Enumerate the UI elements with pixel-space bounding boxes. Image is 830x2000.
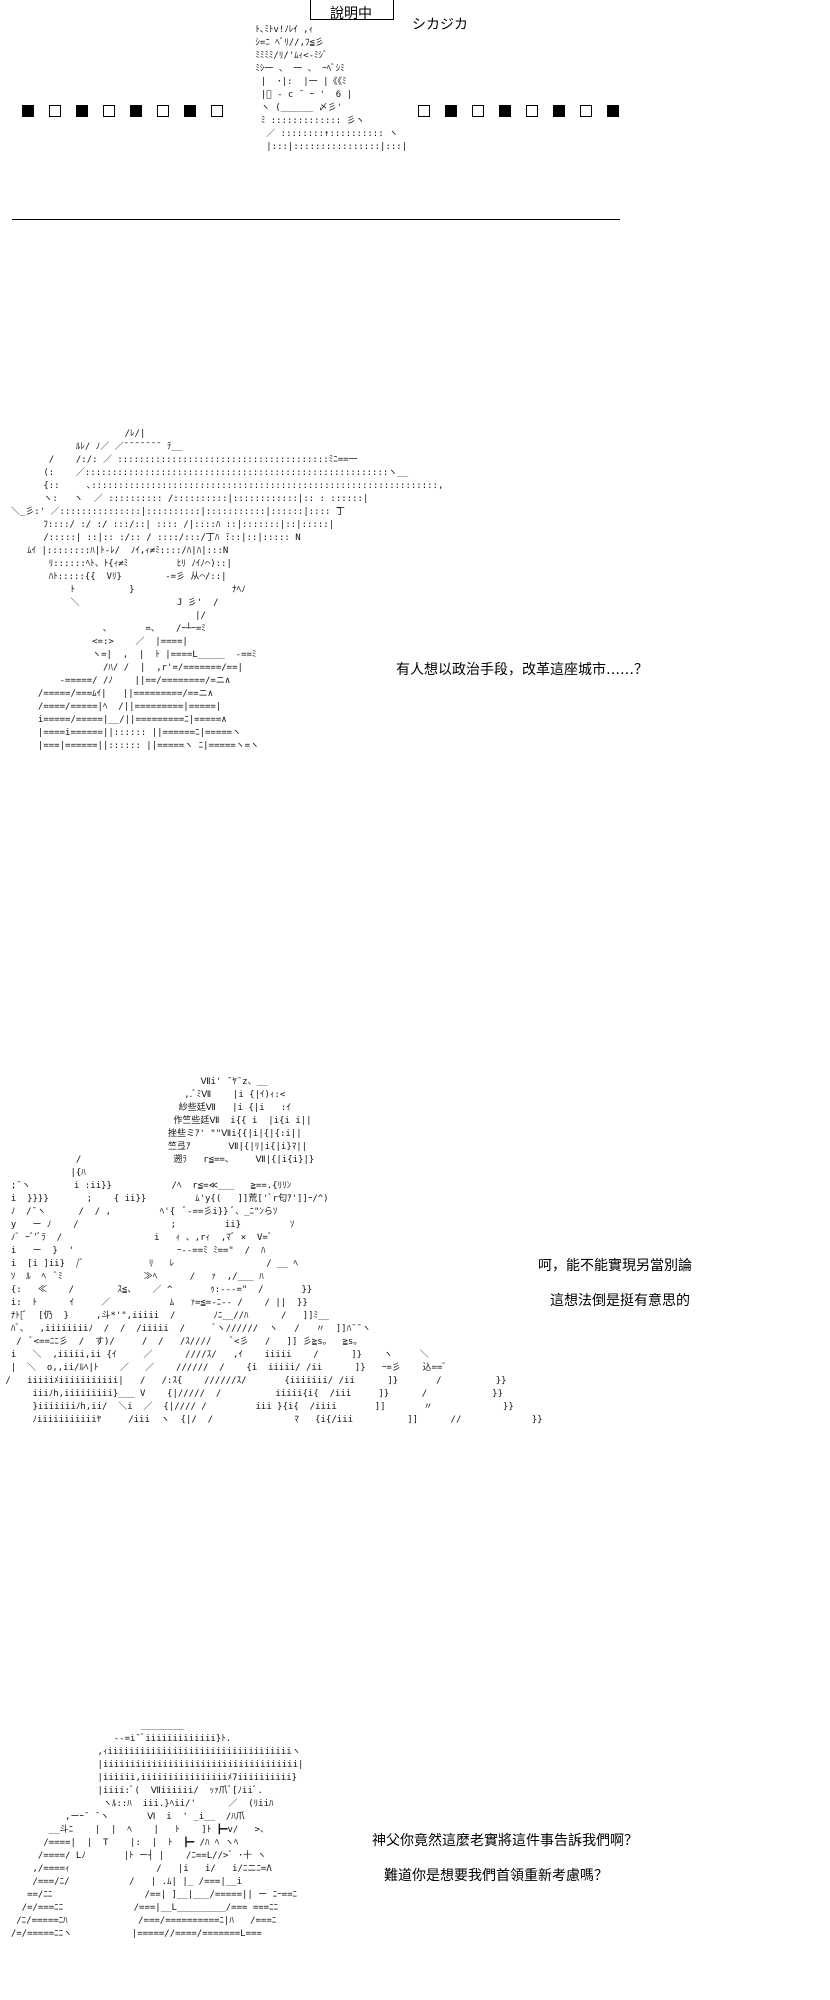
filled-square-icon	[184, 105, 196, 117]
filled-square-icon	[76, 105, 88, 117]
hollow-square-icon	[580, 105, 592, 117]
filled-square-icon	[22, 105, 34, 117]
ascii-art-character-panel4: ________ --=i¯ﾞiiiiiiiiiiiii}ﾄ. ,ｨiiiiii…	[10, 1721, 304, 1939]
ascii-art-characters-panel3: Ⅶi' ¯ﾔ¯z、__ ,.ﾞﾐⅦ |i {|ｲ)ｨ:< 紗些廷Ⅶ |i {|i…	[5, 1077, 543, 1425]
dialogue-panel3-line2: 這想法倒是挺有意思的	[550, 1293, 690, 1309]
filled-square-icon	[499, 105, 511, 117]
caption-box-label: 說明中	[330, 6, 372, 22]
sound-effect-text: シカジカ	[412, 17, 468, 33]
dialogue-panel4-line2: 難道你是想要我們首領重新考慮嗎？	[384, 1868, 608, 1884]
hollow-square-icon	[211, 105, 223, 117]
hollow-square-icon	[49, 105, 61, 117]
filled-square-icon	[130, 105, 142, 117]
dialogue-panel4-line1: 神父你竟然這麼老實將這件事告訴我們啊？	[372, 1833, 638, 1849]
ascii-art-character-panel2: /ﾚ/| ﾙﾚ/ ﾉ／ ／¯¯¯¯¯¯¯ ﾃ__ / /:/: ／ ::::::…	[10, 429, 444, 751]
filled-square-icon	[445, 105, 457, 117]
hollow-square-icon	[103, 105, 115, 117]
dialogue-panel3-line1: 呵，能不能實現另當別論	[538, 1258, 692, 1274]
hollow-square-icon	[526, 105, 538, 117]
hollow-square-icon	[418, 105, 430, 117]
ascii-art-character-top: ﾄ､ﾐﾄv!ﾉﾚｲ ,ｨ ｼ=ﾆ ﾍﾞﾘ//,ﾌ≦彡 ﾐﾐﾐﾐ/ﾘ/'ﾑｨ<-ﾐ…	[255, 25, 408, 152]
divider-squares-right	[418, 105, 634, 117]
filled-square-icon	[607, 105, 619, 117]
dialogue-panel2-line1: 有人想以政治手段，改革這座城市……？	[396, 662, 648, 678]
horizontal-divider-line	[12, 219, 620, 220]
filled-square-icon	[553, 105, 565, 117]
divider-squares-left	[22, 105, 238, 117]
hollow-square-icon	[157, 105, 169, 117]
caption-box	[310, 0, 394, 20]
hollow-square-icon	[472, 105, 484, 117]
